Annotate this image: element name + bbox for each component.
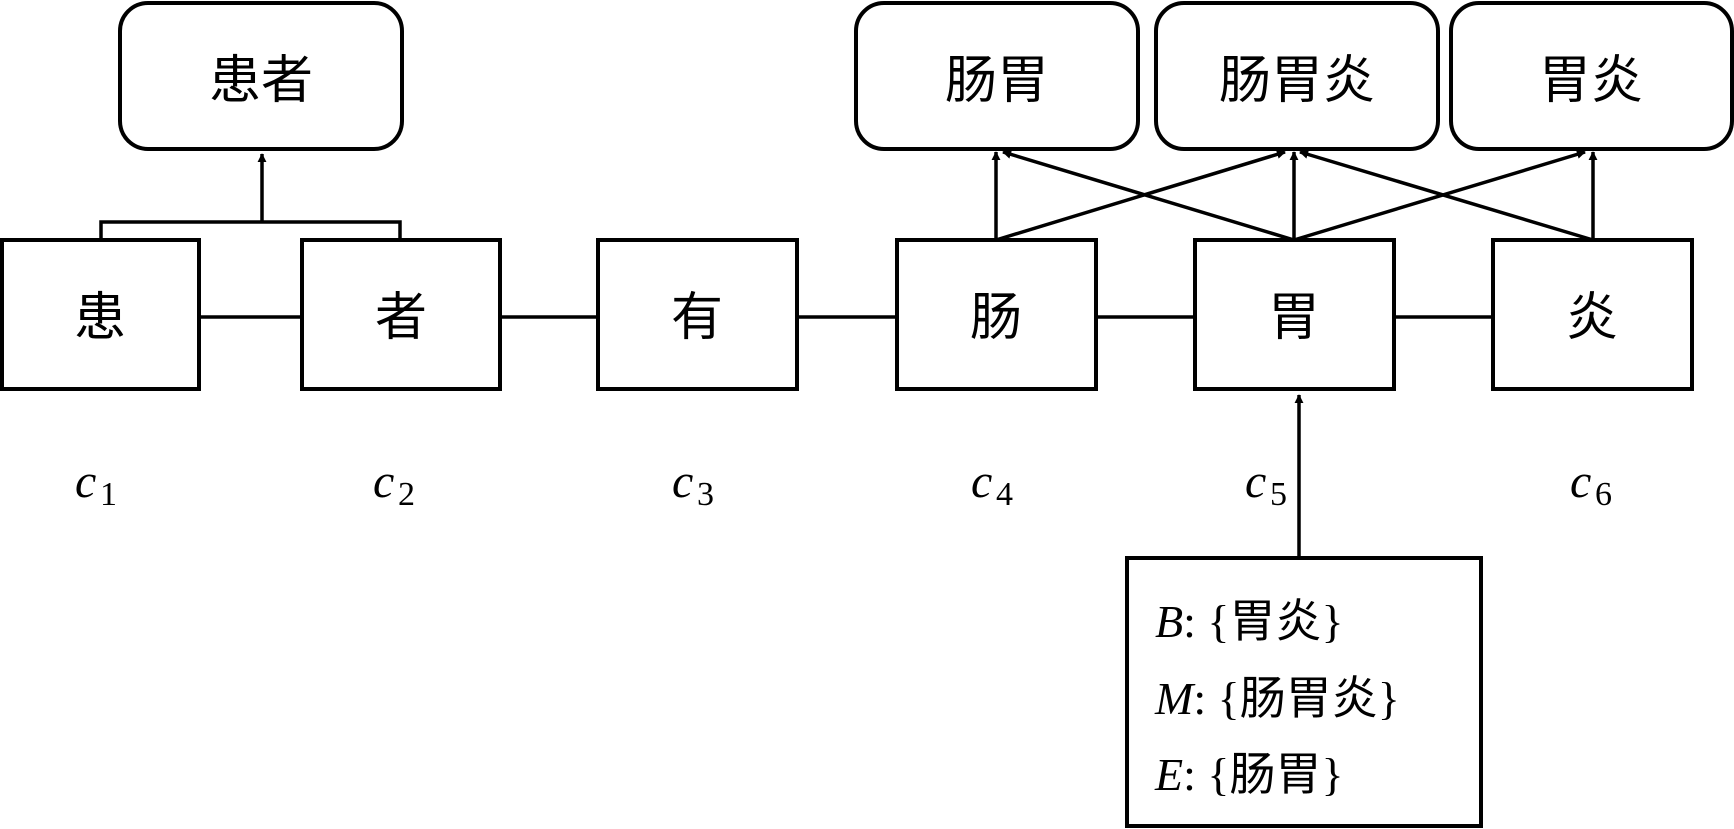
svg-text:c: c — [75, 455, 96, 508]
position-label-3: c 3 — [672, 455, 714, 513]
svg-text:c: c — [1570, 455, 1591, 508]
char-node-2: 者 — [300, 238, 502, 391]
word-node-changweiyan: 肠胃炎 — [1154, 1, 1440, 151]
legend-row-m: M: {肠胃炎} — [1154, 673, 1400, 724]
char-node-3: 有 — [596, 238, 799, 391]
svg-text:c: c — [1245, 455, 1266, 508]
char-node-label: 炎 — [1566, 288, 1618, 348]
svg-text:1: 1 — [100, 476, 117, 513]
svg-text:c: c — [672, 455, 693, 508]
char-node-label: 患 — [74, 288, 126, 348]
word-link-bracket — [99, 220, 402, 240]
position-label-1: c 1 — [75, 455, 117, 513]
word-node-huanzhe: 患者 — [118, 1, 404, 151]
svg-text:2: 2 — [398, 476, 415, 513]
svg-text:4: 4 — [996, 476, 1013, 513]
svg-text:c: c — [373, 455, 394, 508]
word-node-changwei: 肠胃 — [854, 1, 1140, 151]
char-node-label: 有 — [671, 288, 723, 348]
char-node-4: 肠 — [895, 238, 1098, 391]
position-label-4: c 4 — [971, 455, 1013, 513]
word-node-label: 胃炎 — [1539, 51, 1643, 111]
char-node-1: 患 — [0, 238, 201, 391]
word-node-label: 肠胃 — [945, 51, 1049, 111]
svg-text:5: 5 — [1270, 476, 1287, 513]
svg-text:c: c — [971, 455, 992, 508]
word-link-arrow — [1299, 150, 1594, 242]
legend-row-b: B: {胃炎} — [1155, 596, 1344, 647]
legend-row-e: E: {肠胃} — [1154, 749, 1344, 800]
word-link-arrow — [1293, 150, 1586, 242]
position-label-6: c 6 — [1570, 455, 1612, 513]
bme-legend-box: B: {胃炎} M: {肠胃炎} E: {肠胃} — [1125, 556, 1483, 828]
position-label-2: c 2 — [373, 455, 415, 513]
word-link-arrow — [1002, 150, 1295, 242]
char-node-label: 肠 — [970, 288, 1022, 348]
word-node-label: 肠胃炎 — [1219, 51, 1375, 111]
char-node-label: 胃 — [1268, 288, 1320, 348]
position-label-5: c 5 — [1245, 455, 1287, 513]
word-link-arrow — [995, 150, 1286, 242]
svg-text:3: 3 — [697, 476, 714, 513]
char-node-5: 胃 — [1193, 238, 1396, 391]
word-node-weiyan: 胃炎 — [1449, 1, 1734, 151]
svg-text:6: 6 — [1595, 476, 1612, 513]
word-node-label: 患者 — [209, 51, 313, 111]
char-node-label: 者 — [375, 288, 427, 348]
char-node-6: 炎 — [1491, 238, 1694, 391]
